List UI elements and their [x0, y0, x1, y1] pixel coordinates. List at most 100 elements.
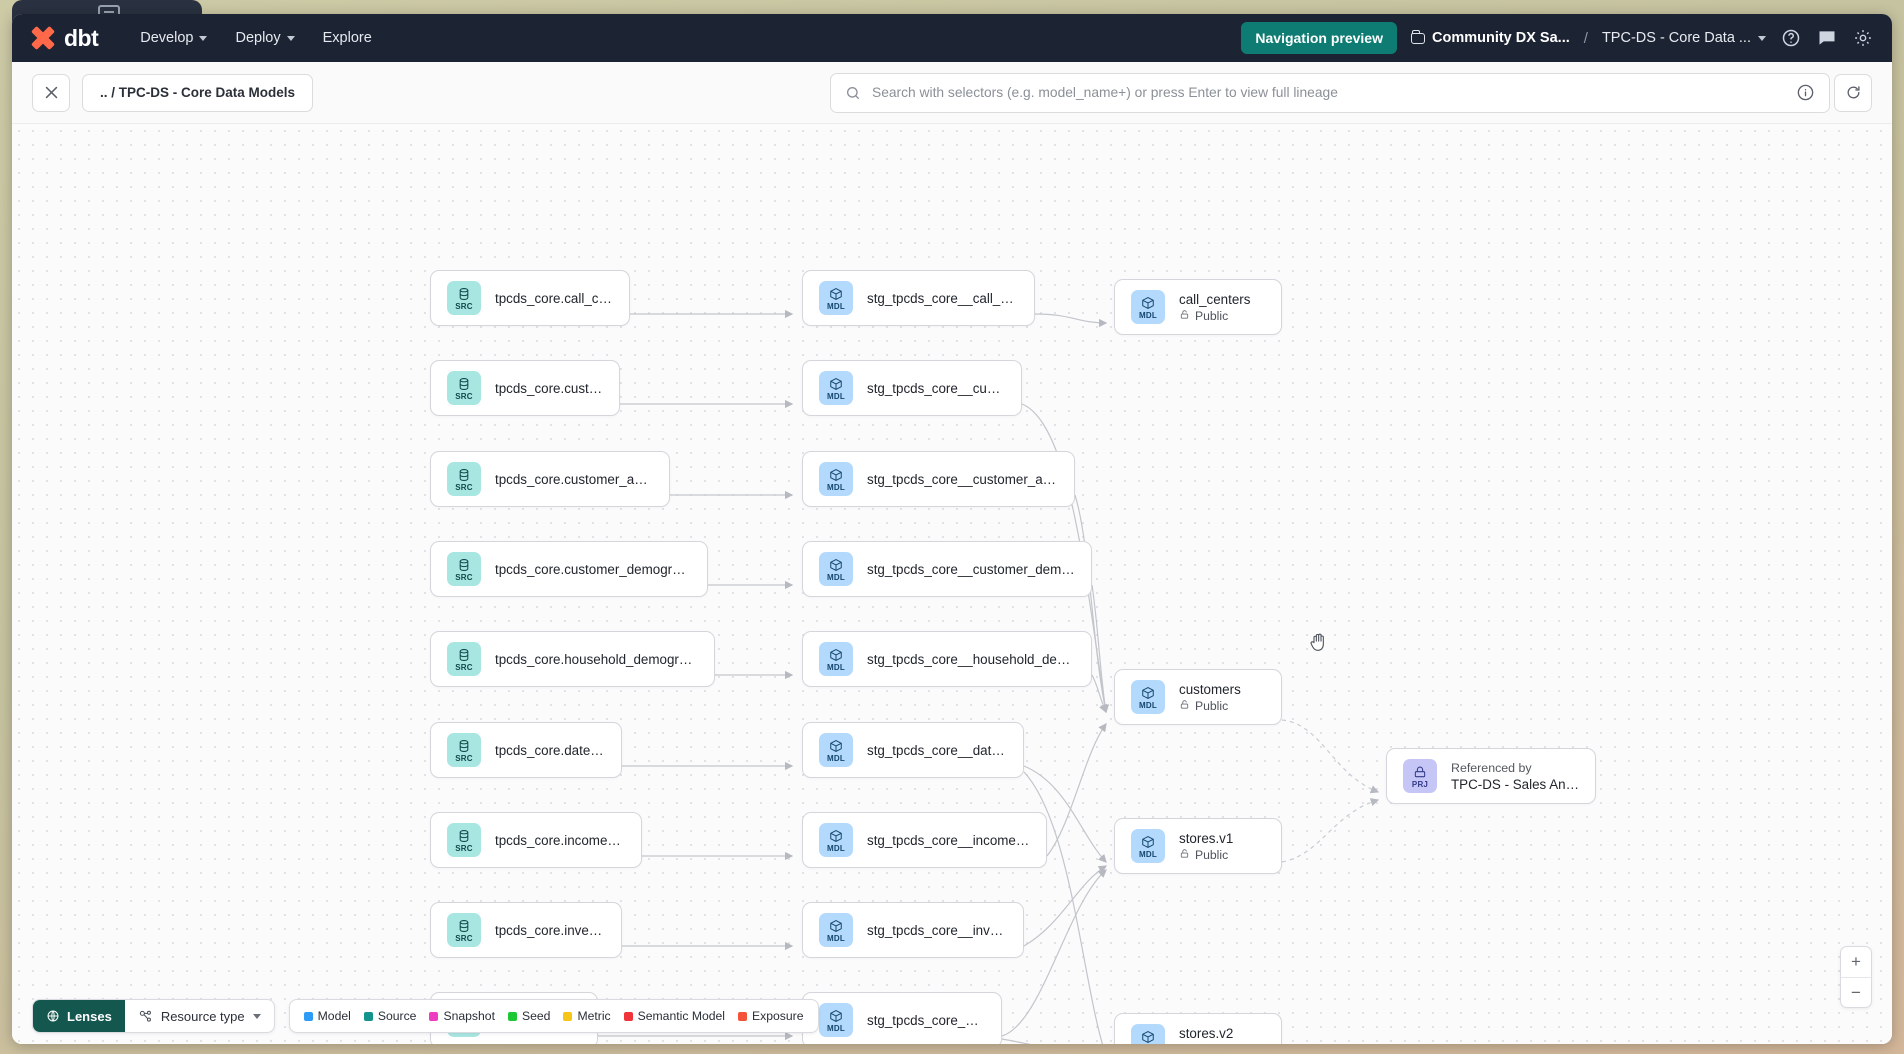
lineage-node-source[interactable]: SRC tpcds_core.customer_address — [430, 451, 670, 507]
dbt-logo-icon — [30, 25, 56, 51]
resource-type-label: Resource type — [160, 1008, 245, 1024]
toolbar-right-group — [1786, 73, 1872, 112]
zoom-in-button[interactable]: + — [1851, 952, 1861, 971]
cube-icon — [829, 828, 843, 843]
gear-icon[interactable] — [1852, 27, 1874, 49]
legend-item[interactable]: Snapshot — [429, 1009, 495, 1023]
breadcrumb-pill[interactable]: .. / TPC-DS - Core Data Models — [82, 73, 314, 112]
lineage-node-model[interactable]: MDLstg_tpcds_core__customer_demogra… — [802, 541, 1092, 597]
node-type-badge-src: SRC — [447, 281, 481, 315]
node-access: Public — [1179, 309, 1250, 323]
dbt-logo[interactable]: dbt — [30, 24, 99, 52]
node-label: tpcds_core.inventory — [495, 922, 605, 938]
node-type-badge-mdl: MDL — [819, 552, 853, 586]
legend-item[interactable]: Source — [363, 1009, 416, 1023]
node-type-badge-src: SRC — [447, 462, 481, 496]
legend-item[interactable]: Metric — [563, 1009, 611, 1023]
legend-item[interactable]: Seed — [507, 1009, 550, 1023]
legend-swatch — [507, 1011, 517, 1021]
node-label: TPC-DS - Sales Analytics — [1451, 776, 1579, 792]
node-label: stg_tpcds_core__date_dim — [867, 742, 1007, 758]
top-navigation-bar: dbt Develop Deploy Explore Navigation pr… — [12, 14, 1892, 62]
lineage-canvas[interactable]: SRCtpcds_core.call_centerSRCtpcds_core.c… — [12, 124, 1892, 1044]
legend-swatch — [429, 1011, 439, 1021]
node-label: stg_tpcds_core__store — [867, 1012, 985, 1028]
legend-swatch — [738, 1011, 748, 1021]
lenses-label: Lenses — [67, 1008, 112, 1024]
breadcrumb-account[interactable]: Community DX Sa... — [1410, 29, 1570, 46]
help-circle-icon[interactable] — [1780, 27, 1802, 49]
node-label: stg_tpcds_core__household_demogr… — [867, 651, 1075, 667]
lenses-button[interactable]: Lenses — [33, 1000, 125, 1032]
node-label: call_centers — [1179, 291, 1251, 307]
legend-swatch — [363, 1011, 373, 1021]
node-type-badge-mdl: MDL — [1131, 680, 1165, 714]
cube-icon — [829, 1008, 843, 1023]
legend-item[interactable]: Exposure — [738, 1009, 804, 1023]
node-type-badge-mdl: MDL — [1131, 1024, 1165, 1044]
refresh-icon[interactable] — [1834, 73, 1872, 112]
database-icon — [457, 738, 471, 753]
lock-icon — [1179, 1043, 1190, 1044]
node-label: customers — [1179, 681, 1241, 697]
node-type-badge-mdl: MDL — [819, 642, 853, 676]
cube-icon — [829, 286, 843, 301]
node-type-badge-mdl: MDL — [1131, 290, 1165, 324]
database-icon — [457, 918, 471, 933]
node-access: Public — [1179, 1043, 1233, 1044]
resource-type-filter[interactable]: Resource type — [125, 1000, 274, 1032]
search-icon — [847, 86, 859, 99]
chevron-down-icon — [1758, 35, 1766, 41]
lineage-node-model[interactable]: MDL stg_tpcds_core__household_demogr… — [802, 631, 1092, 687]
nav-explore-label: Explore — [322, 30, 372, 46]
node-type-badge-mdl: MDL — [819, 733, 853, 767]
breadcrumb-account-label: Community DX Sa... — [1431, 30, 1570, 46]
database-icon — [457, 376, 471, 391]
zoom-out-button[interactable]: − — [1841, 977, 1871, 1007]
node-caption: Referenced by — [1451, 760, 1532, 775]
nav-item-deploy[interactable]: Deploy — [223, 24, 306, 52]
lineage-node-model[interactable]: MDL stg_tpcds_core__store — [802, 992, 1002, 1044]
dbt-logo-text: dbt — [64, 24, 99, 51]
database-icon — [457, 647, 471, 662]
node-type-badge-mdl: MDL — [819, 1003, 853, 1037]
legend-label: Exposure — [752, 1009, 804, 1023]
legend-item[interactable]: Semantic Model — [623, 1009, 726, 1023]
navigation-preview-button[interactable]: Navigation preview — [1241, 22, 1397, 54]
feedback-icon[interactable] — [1816, 27, 1838, 49]
breadcrumb-project[interactable]: TPC-DS - Core Data ... — [1602, 30, 1766, 46]
search-input[interactable] — [872, 85, 1815, 100]
legend-label: Semantic Model — [637, 1009, 726, 1023]
close-lineage-button[interactable] — [32, 73, 70, 112]
nav-item-explore[interactable]: Explore — [311, 24, 384, 52]
cube-icon — [829, 918, 843, 933]
chevron-down-icon — [252, 1013, 261, 1019]
info-icon[interactable] — [1786, 74, 1824, 112]
node-label: tpcds_core.customer_address — [495, 471, 653, 487]
lineage-search-box[interactable] — [830, 72, 1830, 113]
nav-item-develop[interactable]: Develop — [128, 24, 219, 52]
node-label: tpcds_core.date_dim — [495, 742, 605, 758]
node-type-badge-mdl: MDL — [819, 913, 853, 947]
lineage-node-model[interactable]: MDL stg_tpcds_core__date_dim — [802, 722, 1024, 778]
legend-item[interactable]: Model — [303, 1009, 351, 1023]
legend-swatch — [623, 1011, 633, 1021]
